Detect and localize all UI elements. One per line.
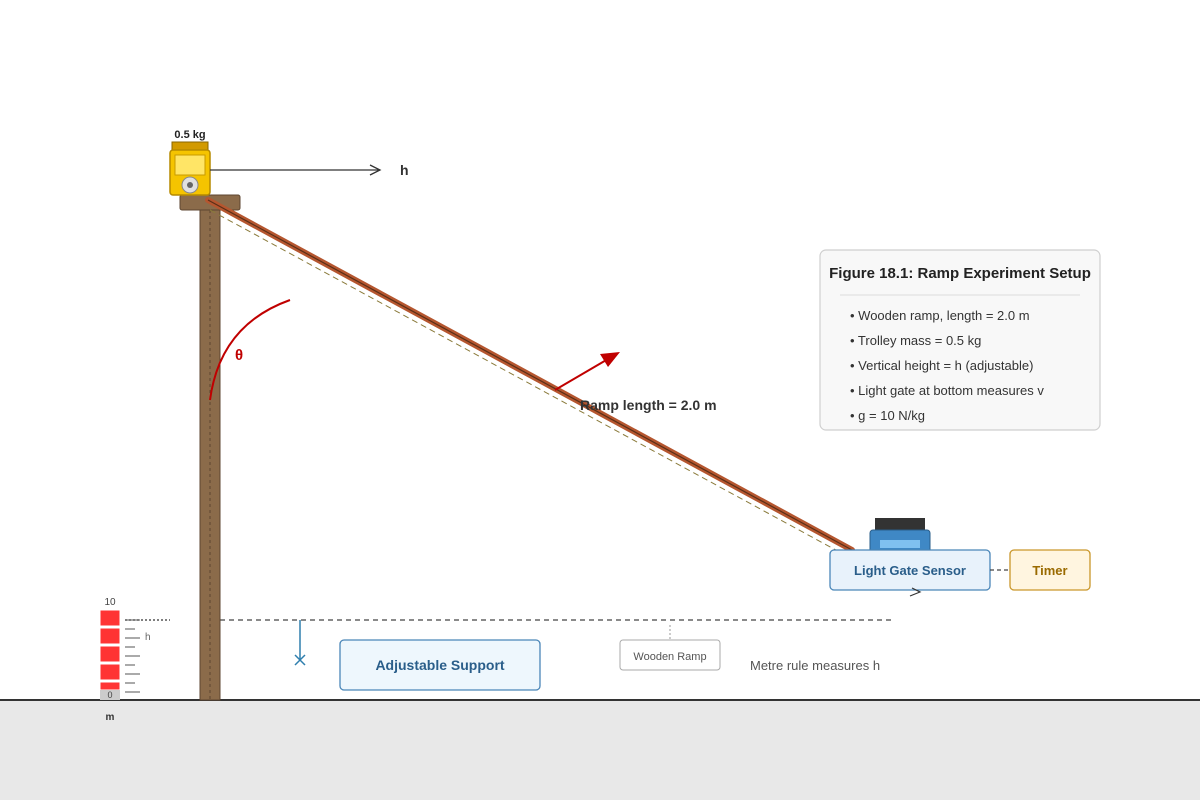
trolley-wheel-hub [187,182,193,188]
trolley-window [174,154,206,176]
height-symbol: h [400,162,409,178]
light-gate-sensor-label: Light Gate Sensor [854,563,966,578]
ramp-center-stripe [207,199,853,551]
mass-label: 0.5 kg [174,129,205,141]
angle-arc [209,299,291,401]
angle-symbol: θ [235,347,243,364]
light-gate-pointer [909,587,922,597]
light-gate-beam [880,540,920,548]
ruler-segment [99,627,121,645]
ruler-segment [99,609,121,627]
ramp-dashed-guide [209,209,846,556]
timer-box [1009,549,1091,591]
ruler-segment [99,645,121,663]
floor [0,700,1200,800]
adjustable-support-box [339,639,541,691]
ramp-length-arrow-head [600,352,620,367]
info-item: • Vertical height = h (adjustable) [850,358,1033,373]
ruler-unit-label: m [106,712,115,723]
info-item: • Light gate at bottom measures v [850,383,1044,398]
wooden-ramp-label: Wooden Ramp [633,651,706,663]
ruler-bottom-label: 0 [107,690,112,700]
info-item: • g = 10 N/kg [850,408,925,423]
light-gate-cap [875,518,925,530]
info-box-title: Figure 18.1: Ramp Experiment Setup [829,265,1091,282]
ruler-base [100,690,120,700]
adjustable-support-label: Adjustable Support [375,657,504,673]
ramp-length-arrow-line [554,358,609,391]
support-pointer-tail [294,658,306,666]
info-item: • Trolley mass = 0.5 kg [850,333,981,348]
metre-rule-note: Metre rule measures h [750,658,880,673]
ruler-h-label: h [145,632,151,643]
wooden-ramp-box [619,639,721,671]
height-arrow-head [369,164,382,176]
ruler-segment [99,681,121,691]
ruler-segment [99,663,121,681]
metre-rule: 10 0 h m [99,597,170,723]
timer-label: Timer [1032,563,1067,578]
ruler-top-label: 10 [104,597,116,608]
ramp-length-label: Ramp length = 2.0 m [580,397,717,413]
info-item: • Wooden ramp, length = 2.0 m [850,308,1030,323]
